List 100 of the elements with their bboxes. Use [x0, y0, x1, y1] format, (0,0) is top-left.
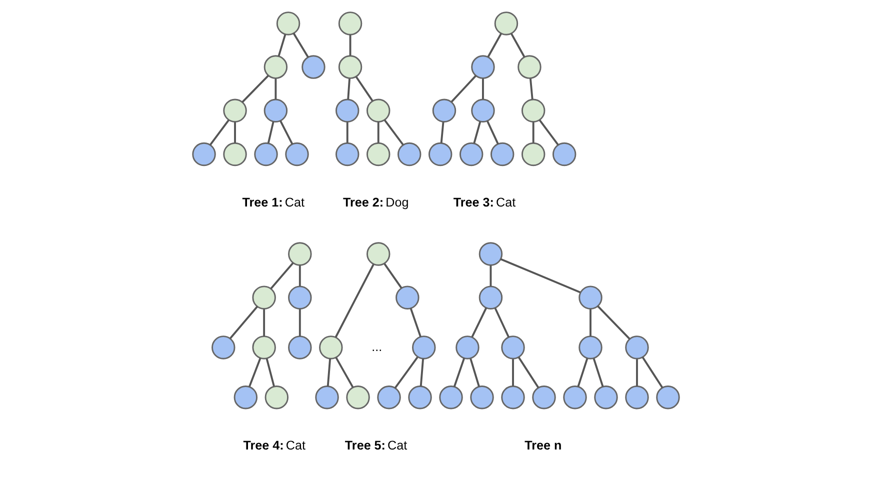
connector [410, 308, 422, 338]
label: Tree 2: Dog [343, 195, 409, 210]
connector [486, 120, 499, 144]
connector [248, 358, 262, 388]
connector [450, 75, 477, 102]
connector [274, 78, 277, 100]
connector [453, 358, 466, 388]
connector [242, 74, 269, 103]
connector [346, 122, 348, 143]
connector [420, 358, 424, 386]
connector [518, 356, 540, 388]
connector [347, 78, 350, 100]
connector [538, 119, 559, 146]
node-circle [264, 55, 288, 79]
node-circle [288, 286, 312, 310]
node-circle [428, 142, 452, 166]
connector [298, 265, 301, 286]
connector [482, 78, 484, 100]
node-circle [432, 98, 456, 122]
node-circle [471, 98, 495, 122]
node-circle [302, 55, 326, 79]
connector [512, 359, 514, 386]
node-circle [396, 286, 420, 310]
label: Tree 4: Cat [243, 438, 306, 453]
node-circle [471, 55, 495, 79]
connector [270, 262, 294, 290]
connector [349, 34, 352, 56]
connector [510, 33, 526, 58]
node-circle [625, 385, 649, 410]
node-circle [264, 98, 288, 122]
node-circle [366, 98, 390, 122]
node-circle [315, 385, 339, 410]
node-circle [563, 385, 587, 410]
label: Tree 5: Cat [344, 438, 408, 453]
connector [494, 308, 510, 338]
connector [210, 119, 230, 146]
node-circle [254, 142, 278, 166]
connector [384, 119, 404, 146]
connector [590, 309, 592, 336]
node-circle [625, 336, 649, 360]
node-circle [338, 12, 362, 36]
connector [263, 309, 266, 336]
node-circle [319, 336, 343, 360]
connector [355, 76, 374, 102]
node-circle [285, 142, 309, 166]
connector [471, 307, 488, 338]
node-circle [264, 385, 289, 410]
node-circle [494, 12, 518, 36]
node-circle [398, 142, 422, 166]
label: Tree n [524, 438, 562, 453]
connector [335, 357, 354, 388]
node-circle [521, 98, 546, 122]
node-circle [408, 385, 432, 410]
label: Tree 1: Cat [242, 195, 304, 210]
node-circle [336, 142, 360, 166]
connector [440, 122, 444, 143]
connector [597, 305, 630, 340]
connector [234, 122, 236, 143]
node-circle [578, 286, 602, 310]
label: ... [372, 340, 382, 354]
node-circle [288, 336, 312, 360]
node-circle [459, 142, 484, 166]
connector [487, 33, 502, 58]
node-circle [501, 385, 525, 410]
connector [532, 122, 534, 143]
node-circle [192, 142, 216, 166]
connector [334, 264, 374, 338]
node-circle [656, 385, 680, 410]
node-circle [336, 98, 360, 122]
node-circle [594, 385, 618, 410]
node-circle [578, 336, 602, 360]
connector [394, 356, 418, 389]
node-circle [470, 385, 494, 410]
connector [490, 265, 492, 286]
node-circle [501, 336, 525, 360]
node-circle [439, 385, 463, 410]
connector [377, 122, 380, 143]
node-circle [223, 142, 247, 166]
connector [280, 120, 294, 144]
node-circle [478, 286, 503, 310]
node-circle [456, 336, 480, 360]
connector [326, 358, 332, 386]
connector [292, 32, 309, 58]
connector [278, 34, 286, 56]
connector [230, 306, 258, 340]
node-circle [346, 385, 370, 410]
node-circle [552, 142, 576, 166]
node-circle [288, 242, 312, 266]
node-circle [276, 12, 300, 36]
connector [298, 309, 301, 336]
node-circle [366, 142, 390, 166]
node-circle [518, 55, 542, 79]
node-circle [377, 385, 401, 410]
connector [577, 358, 588, 387]
connector [267, 121, 274, 144]
node-circle [412, 336, 436, 360]
node-circle [532, 385, 556, 410]
connector [266, 358, 275, 386]
node-circle [478, 242, 503, 266]
connector [384, 263, 402, 289]
